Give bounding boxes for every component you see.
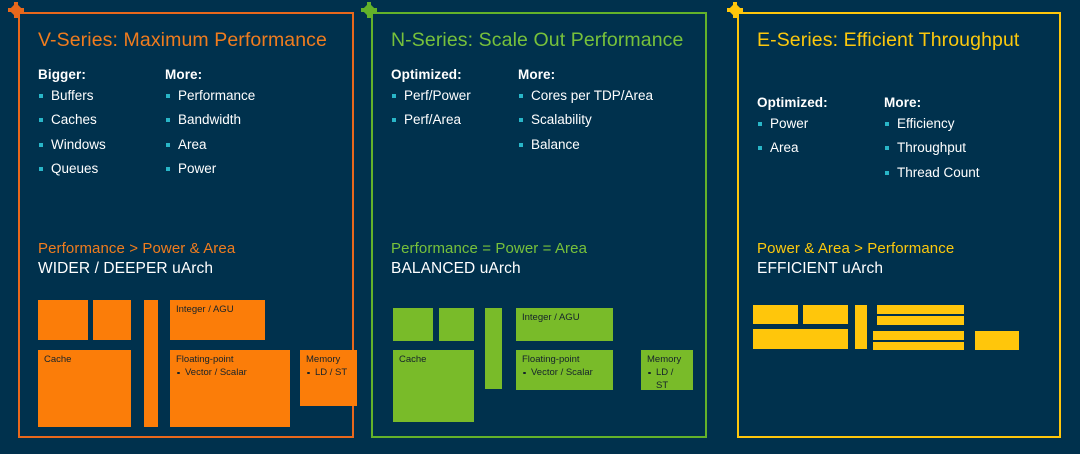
uarch-block-floating-point: Floating-point Vector / Scalar: [170, 350, 290, 427]
bullet-list-more-n: Cores per TDP/Area Scalability Balance: [518, 89, 693, 152]
corner-diamond-icon-n: [359, 0, 379, 20]
column-head-optimized-e: Optimized:: [757, 94, 828, 110]
bullet-column-optimized-n: Optimized: Perf/Power Perf/Area: [391, 67, 518, 163]
column-head-bigger: Bigger:: [38, 66, 86, 82]
tagline-n-series: Performance = Power = Area BALANCED uArc…: [391, 240, 587, 278]
list-item: Performance: [165, 89, 340, 103]
tagline-e-series: Power & Area > Performance EFFICIENT uAr…: [757, 240, 954, 278]
uarch-block-memory-label: Memory: [647, 354, 682, 365]
uarch-block-floating-point-a: [873, 331, 964, 340]
uarch-block-cache: Cache: [393, 350, 474, 422]
column-head-more: More:: [165, 66, 203, 82]
list-item: Caches: [38, 113, 165, 127]
uarch-block-memory-label: Memory: [306, 354, 341, 365]
list-item: Efficiency: [884, 117, 1047, 131]
bullet-columns-n: Optimized: Perf/Power Perf/Area More: Co…: [391, 67, 693, 163]
tagline-v-series: Performance > Power & Area WIDER / DEEPE…: [38, 240, 235, 278]
list-item: Power: [757, 117, 884, 131]
uarch-block-fp-sub: Vector / Scalar: [176, 367, 284, 380]
uarch-block-cache-label: Cache: [44, 354, 72, 365]
list-item: Queues: [38, 162, 165, 176]
uarch-block-frontend-b: [439, 308, 474, 341]
uarch-block-frontend-a: [38, 300, 88, 340]
column-head-more-n: More:: [518, 66, 556, 82]
bullet-column-more-e: More: Efficiency Throughput Thread Count: [884, 95, 1047, 191]
bullet-column-more: More: Performance Bandwidth Area Power: [165, 67, 340, 187]
list-item: Bandwidth: [165, 113, 340, 127]
panel-n-series: N-Series: Scale Out Performance Optimize…: [361, 2, 707, 438]
uarch-block-floating-point-b: [873, 342, 964, 350]
uarch-block-cache-label: Cache: [399, 354, 427, 365]
bullet-list-more-e: Efficiency Throughput Thread Count: [884, 117, 1047, 180]
bullet-column-more-n: More: Cores per TDP/Area Scalability Bal…: [518, 67, 693, 163]
uarch-block-frontend-a: [753, 305, 798, 324]
uarch-block-integer-b: [877, 316, 964, 325]
list-item: Throughput: [884, 141, 1047, 155]
bullet-list-optimized-n: Perf/Power Perf/Area: [391, 89, 518, 127]
uarch-block-memory-sub: LD / ST: [306, 367, 351, 380]
uarch-block-frontend-b: [803, 305, 848, 324]
list-item: Area: [165, 138, 340, 152]
uarch-block-memory: Memory LD / ST: [641, 350, 693, 390]
list-item: Windows: [38, 138, 165, 152]
list-item: Thread Count: [884, 166, 1047, 180]
panel-e-series: E-Series: Efficient Throughput Optimized…: [727, 2, 1061, 438]
list-item: Cores per TDP/Area: [518, 89, 693, 103]
uarch-diagram-e-series: [737, 12, 1061, 438]
uarch-diagram-v-series: Integer / AGU Cache Floating-point Vecto…: [18, 12, 357, 438]
list-item: Scalability: [518, 113, 693, 127]
tagline-accent-v: Performance > Power & Area: [38, 240, 236, 257]
uarch-diagram-n-series: Integer / AGU Cache Floating-point Vecto…: [371, 12, 707, 438]
uarch-block-integer: Integer / AGU: [170, 300, 265, 340]
column-head-optimized-n: Optimized:: [391, 66, 462, 82]
uarch-block-bus: [485, 308, 502, 389]
uarch-block-floating-point: Floating-point Vector / Scalar: [516, 350, 613, 390]
list-item: Buffers: [38, 89, 165, 103]
uarch-block-cache: Cache: [38, 350, 131, 427]
uarch-block-frontend-b: [93, 300, 131, 340]
uarch-block-memory-sub: LD / ST: [647, 367, 687, 390]
tagline-accent-e: Power & Area > Performance: [757, 240, 955, 257]
uarch-block-memory: [975, 331, 1019, 350]
bullet-column-bigger: Bigger: Buffers Caches Windows Queues: [38, 67, 165, 187]
list-item: Balance: [518, 138, 693, 152]
list-item: Area: [757, 141, 884, 155]
uarch-block-fp-label: Floating-point: [176, 354, 234, 365]
uarch-block-integer: Integer / AGU: [516, 308, 613, 341]
uarch-block-frontend-a: [393, 308, 433, 341]
column-head-more-e: More:: [884, 94, 922, 110]
panel-title-v-series: V-Series: Maximum Performance: [38, 29, 327, 51]
uarch-block-bus: [144, 300, 158, 427]
uarch-block-integer-label: Integer / AGU: [522, 312, 580, 323]
uarch-block-cache: [753, 329, 848, 349]
panel-title-n-series: N-Series: Scale Out Performance: [391, 29, 684, 51]
uarch-block-fp-label: Floating-point: [522, 354, 580, 365]
panel-title-e-series: E-Series: Efficient Throughput: [757, 29, 1020, 51]
uarch-block-integer-a: [877, 305, 964, 314]
list-item: Power: [165, 162, 340, 176]
bullet-list-more: Performance Bandwidth Area Power: [165, 89, 340, 176]
bullet-columns-e: Optimized: Power Area More: Efficiency T…: [757, 95, 1047, 191]
bullet-list-bigger: Buffers Caches Windows Queues: [38, 89, 165, 176]
uarch-block-memory: Memory LD / ST: [300, 350, 357, 406]
tagline-accent-n: Performance = Power = Area: [391, 240, 588, 257]
corner-diamond-icon-v: [6, 0, 26, 20]
list-item: Perf/Power: [391, 89, 518, 103]
bullet-columns-v: Bigger: Buffers Caches Windows Queues Mo…: [38, 67, 340, 187]
uarch-block-fp-sub: Vector / Scalar: [522, 367, 607, 380]
uarch-block-bus: [855, 305, 867, 349]
bullet-list-optimized-e: Power Area: [757, 117, 884, 155]
tagline-white-v: WIDER / DEEPER uArch: [38, 259, 214, 277]
panel-v-series: V-Series: Maximum Performance Bigger: Bu…: [8, 2, 357, 438]
bullet-column-optimized-e: Optimized: Power Area: [757, 95, 884, 191]
list-item: Perf/Area: [391, 113, 518, 127]
corner-diamond-icon-e: [725, 0, 745, 20]
tagline-white-e: EFFICIENT uArch: [757, 259, 884, 277]
uarch-block-integer-label: Integer / AGU: [176, 304, 234, 315]
tagline-white-n: BALANCED uArch: [391, 259, 521, 277]
